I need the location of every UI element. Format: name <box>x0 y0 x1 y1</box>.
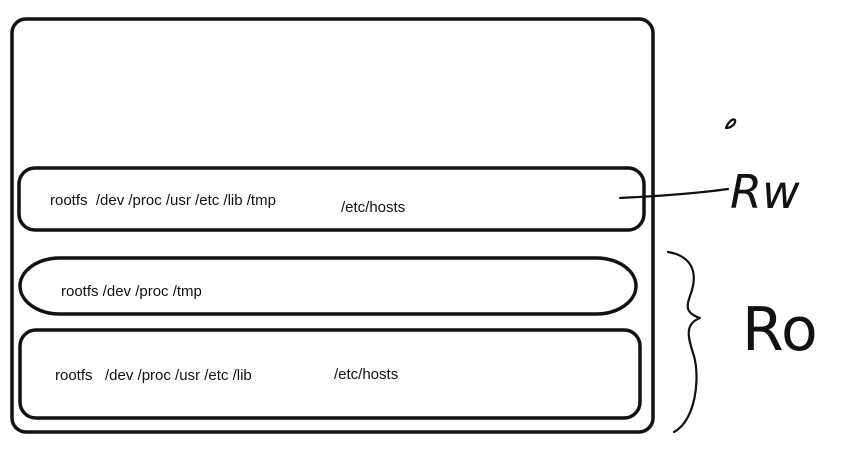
rw-annotation: Rw <box>730 165 800 219</box>
layer-top-extra-path: /etc/hosts <box>341 199 405 216</box>
rw-pointer-line <box>618 187 730 200</box>
rw-pen-mark <box>724 118 737 130</box>
layer-middle-paths: rootfs /dev /proc /tmp <box>61 283 202 300</box>
ro-curly-brace <box>666 250 702 434</box>
ro-annotation: Ro <box>742 295 818 365</box>
layer-box-top <box>17 166 646 232</box>
container-outer-box <box>10 17 655 434</box>
layer-bottom-paths: rootfs /dev /proc /usr /etc /lib <box>55 367 252 384</box>
layer-top-paths: rootfs /dev /proc /usr /etc /lib /tmp <box>50 192 276 209</box>
layer-box-bottom <box>18 328 642 420</box>
layer-bottom-extra-path: /etc/hosts <box>334 366 398 383</box>
layer-box-middle <box>18 256 638 316</box>
